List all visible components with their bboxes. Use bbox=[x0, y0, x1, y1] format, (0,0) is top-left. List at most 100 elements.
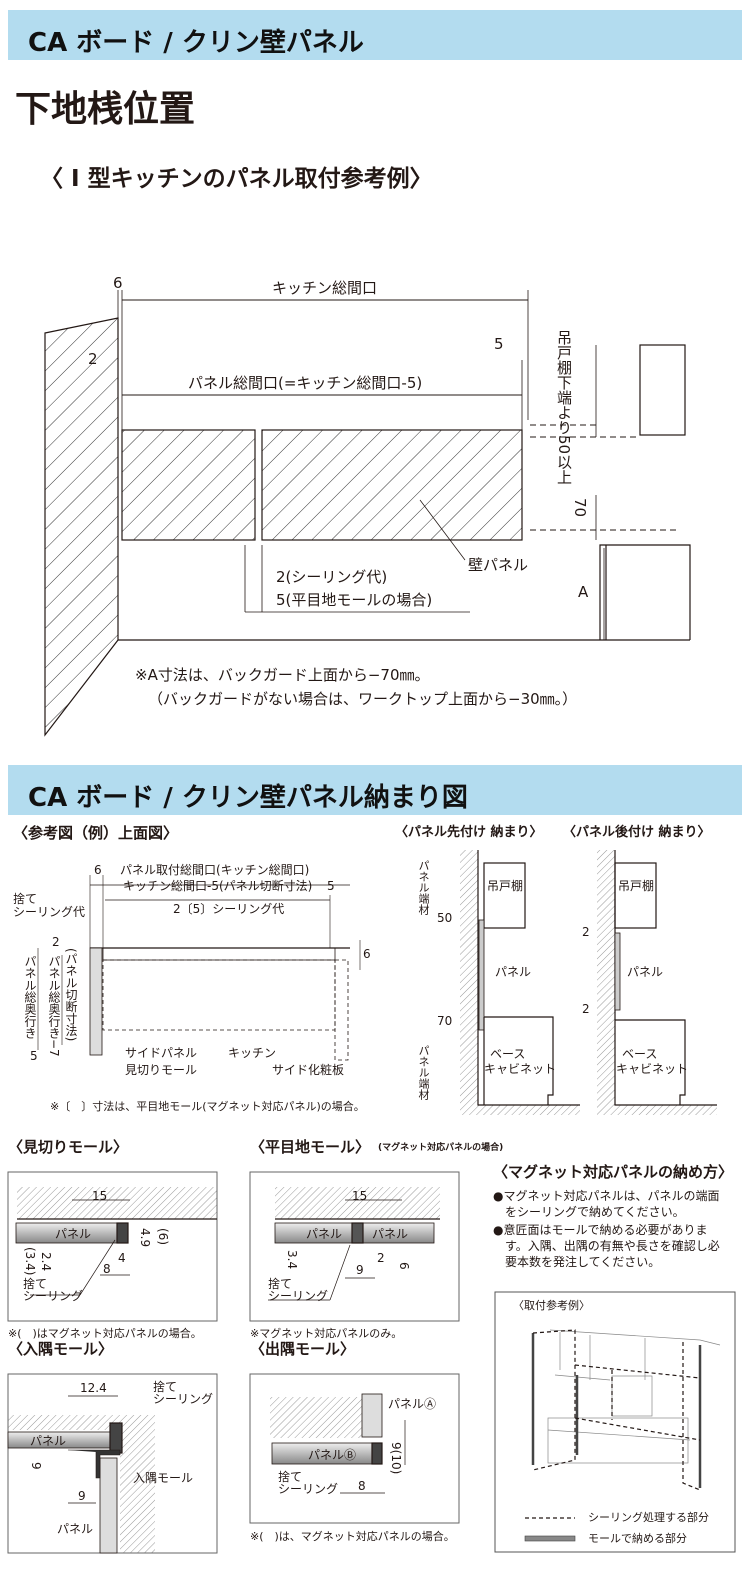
dim-label: パネル総奥行き−7 bbox=[47, 955, 61, 1057]
outer-box bbox=[249, 1373, 460, 1524]
label: 捨て bbox=[278, 1470, 303, 1484]
dim-label: キッチン総間口 bbox=[272, 279, 378, 297]
dim-label: キッチン総間口-5(パネル切断寸法) bbox=[123, 879, 313, 893]
example-title: 〈取付参考例〉 bbox=[513, 1299, 590, 1312]
dim-label: (3.4) bbox=[23, 1247, 37, 1276]
dim-label: 2 bbox=[377, 1251, 385, 1265]
example-box bbox=[494, 1291, 736, 1553]
dim-label: 50 bbox=[437, 911, 453, 925]
label: 入隅モール bbox=[133, 1471, 194, 1485]
label: パネル bbox=[306, 1227, 343, 1241]
note: ※マグネット対応パネルのみ。 bbox=[250, 1327, 403, 1340]
label: パネルⒶ bbox=[388, 1397, 437, 1411]
dim-label: 9(10) bbox=[389, 1442, 403, 1475]
label: シーリング bbox=[23, 1289, 84, 1303]
note: （バックガードがない場合は、ワークトップ上面から−30㎜。） bbox=[148, 690, 578, 708]
magnet-title: 〈マグネット対応パネルの納め方〉 bbox=[493, 1163, 734, 1181]
label: 捨て bbox=[23, 1277, 48, 1291]
dim-label: パネル取付総間口(キッチン総間口) bbox=[120, 863, 310, 877]
dim-label: 4 bbox=[118, 1251, 126, 1265]
dim-label: 5 bbox=[327, 879, 335, 893]
dim-label: パネル総奥行き bbox=[23, 955, 37, 1039]
bullet-text: 要本数を発注してください。 bbox=[493, 1255, 661, 1269]
label: シーリング代 bbox=[13, 905, 86, 919]
label: パネル bbox=[57, 1522, 94, 1536]
post-title: 〈パネル後付け 納まり〉 bbox=[563, 825, 711, 840]
label: パネル bbox=[495, 965, 532, 979]
bullet-text: をシーリングで納めてください。 bbox=[493, 1205, 685, 1219]
pre-title: 〈パネル先付け 納まり〉 bbox=[395, 825, 543, 840]
flat-subtitle: (マグネット対応パネルの場合) bbox=[378, 1143, 504, 1153]
label: 見切りモール bbox=[125, 1063, 198, 1077]
dim-label: 12.4 bbox=[80, 1381, 107, 1395]
inner-title: 〈入隅モール〉 bbox=[8, 1340, 114, 1358]
legend-bar bbox=[524, 1535, 576, 1542]
dim-label: 9 bbox=[29, 1462, 43, 1470]
label: 吊戸棚 bbox=[618, 879, 655, 893]
label: パネル bbox=[30, 1434, 67, 1448]
dim-label: パネル総間口(=キッチン総間口-5) bbox=[188, 374, 423, 392]
dim-label: 8 bbox=[103, 1262, 111, 1276]
wall-panel-left bbox=[121, 429, 256, 541]
label: パネル端材 bbox=[417, 1045, 430, 1100]
label: シーリング bbox=[153, 1392, 214, 1406]
dim-label: 2〔5〕シーリング代 bbox=[173, 902, 285, 916]
label: ベース bbox=[622, 1047, 658, 1061]
dim-label: 8 bbox=[358, 1479, 366, 1493]
dim-label: 2.4 bbox=[39, 1252, 53, 1272]
dim-label: (パネル切断寸法) bbox=[64, 948, 78, 1042]
bullet-text: ●マグネット対応パネルは、パネルの端面 bbox=[493, 1189, 720, 1203]
flat-box bbox=[249, 1171, 460, 1322]
dim-label: 6 bbox=[397, 1262, 411, 1270]
label: パネル bbox=[627, 965, 664, 979]
label: 吊戸棚 bbox=[487, 879, 524, 893]
dim-label: 15 bbox=[92, 1189, 108, 1203]
flat-title: 〈平目地モール〉 bbox=[250, 1138, 371, 1156]
bullet-text: す。入隅、出隅の有無や長さを確認し必 bbox=[493, 1239, 720, 1253]
header-title: CA ボード / クリン壁パネル納まり図 bbox=[28, 783, 468, 813]
label: 捨て bbox=[268, 1277, 293, 1291]
dim-label: 2 bbox=[88, 350, 98, 368]
note: ※〔 〕寸法は、平目地モール(マグネット対応パネル)の場合。 bbox=[50, 1100, 365, 1113]
label: ベース bbox=[490, 1047, 526, 1061]
header-title: CA ボード / クリン壁パネル bbox=[28, 28, 364, 58]
dim-label: 6 bbox=[113, 274, 123, 292]
label-wall-panel: 壁パネル bbox=[468, 556, 529, 574]
dim-label: 9 bbox=[356, 1263, 364, 1277]
label: パネル bbox=[55, 1227, 92, 1241]
dim-label: 15 bbox=[352, 1189, 368, 1203]
wall-hatch bbox=[44, 317, 119, 737]
label: 捨て bbox=[13, 892, 38, 906]
sub-heading: 〈 I 型キッチンのパネル取付参考例〉 bbox=[40, 166, 433, 192]
dim-label: 70 bbox=[571, 498, 589, 518]
label: キャビネット bbox=[616, 1062, 689, 1076]
dim-label: 5 bbox=[494, 335, 504, 353]
legend-mold: モールで納める部分 bbox=[588, 1532, 687, 1545]
dim-label: 6 bbox=[363, 947, 371, 961]
outer-title: 〈出隅モール〉 bbox=[250, 1340, 356, 1358]
label: 捨て bbox=[153, 1380, 178, 1394]
dim-label: 5(平目地モールの場合) bbox=[276, 591, 433, 609]
note: ※( )はマグネット対応パネルの場合。 bbox=[8, 1327, 202, 1340]
wall-panel-right bbox=[261, 429, 523, 541]
note: ※( )は、マグネット対応パネルの場合。 bbox=[250, 1530, 455, 1543]
section-header-bar: CA ボード / クリン壁パネル納まり図 bbox=[8, 765, 742, 815]
label: キッチン bbox=[228, 1046, 277, 1060]
label: シーリング bbox=[268, 1289, 329, 1303]
label: パネルⒷ bbox=[308, 1448, 357, 1462]
label: キャビネット bbox=[484, 1062, 557, 1076]
label: サイド化粧板 bbox=[272, 1063, 345, 1077]
upper-cabinet bbox=[639, 344, 686, 436]
top-view-title: 〈参考図（例）上面図〉 bbox=[13, 824, 179, 842]
dim-label: 2 bbox=[52, 935, 60, 949]
dim-label: 3.4 bbox=[285, 1250, 299, 1270]
dim-label: 吊戸棚下端より50以上 bbox=[555, 330, 573, 485]
dim-label: 70 bbox=[437, 1014, 453, 1028]
note: ※A寸法は、バックガード上面から−70㎜。 bbox=[135, 666, 430, 684]
label: シーリング bbox=[278, 1482, 339, 1496]
dim-label: 5 bbox=[30, 1049, 38, 1063]
dim-label: A bbox=[578, 583, 589, 601]
mikiri-title: 〈見切りモール〉 bbox=[8, 1138, 129, 1156]
